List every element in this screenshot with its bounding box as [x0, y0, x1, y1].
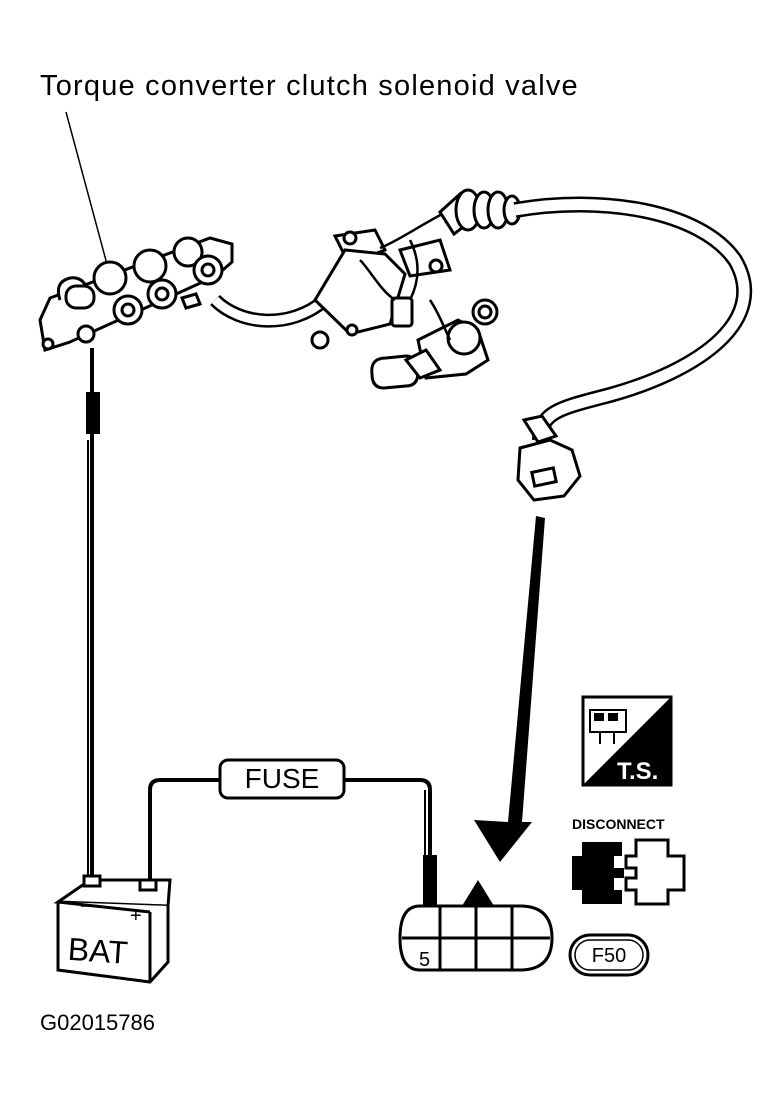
connector-id-label: F50	[592, 945, 626, 967]
connector-face	[398, 904, 554, 972]
title-leader-line	[65, 111, 109, 269]
connector-harness	[513, 196, 753, 441]
fuse-lead-mark	[423, 855, 437, 905]
battery-negative-symbol: −	[80, 896, 91, 916]
disconnect-label: DISCONNECT	[572, 816, 665, 832]
connector-id-badge	[568, 933, 650, 977]
battery-negative-lead	[86, 348, 100, 880]
connector-pointer-arrow	[474, 516, 545, 862]
harness-grommet	[438, 188, 522, 237]
solenoid-valve-body	[38, 236, 234, 352]
disconnect-icon	[572, 838, 686, 906]
fuse-label: FUSE	[245, 763, 320, 794]
ts-badge-label: T.S.	[617, 758, 658, 785]
fuse-circuit	[148, 778, 432, 885]
pin-number-label: 5	[419, 949, 430, 971]
battery	[53, 874, 172, 984]
connector-key-triangle	[462, 880, 494, 906]
battery-positive-symbol: +	[130, 905, 142, 927]
central-components	[310, 228, 499, 390]
ts-badge	[581, 695, 673, 787]
fuse-body	[218, 758, 346, 800]
diagram-title: Torque converter clutch solenoid valve	[40, 70, 579, 102]
figure-code: G02015786	[40, 1010, 155, 1035]
harness-connector	[516, 414, 582, 502]
battery-label: BAT	[67, 931, 129, 971]
